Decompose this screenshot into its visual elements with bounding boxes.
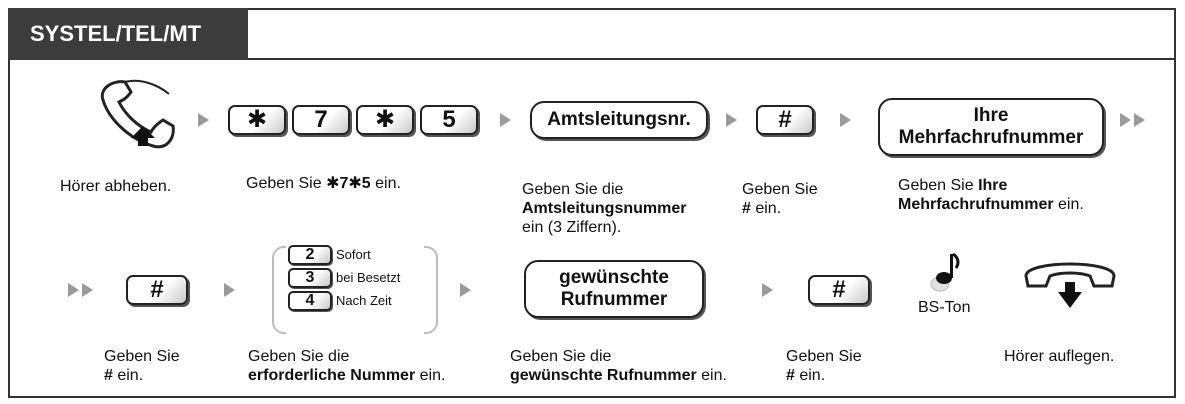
- triangle-right-icon: [840, 113, 851, 127]
- box-line-1: Ihre: [973, 105, 1009, 126]
- caption-line: Geben Sie die: [522, 181, 624, 198]
- key-2[interactable]: 2: [288, 245, 332, 265]
- caption-line: Geben Sie die: [248, 348, 350, 365]
- triangle-right-icon: [82, 283, 93, 297]
- diagram-frame: [8, 8, 1176, 398]
- caption-bold: Ihre: [978, 177, 1008, 194]
- desired-number-box[interactable]: gewünschte Rufnummer: [524, 260, 704, 318]
- key-7[interactable]: 7: [292, 105, 350, 135]
- caption-text: ein.: [112, 367, 144, 384]
- caption-text: ein.: [370, 175, 401, 192]
- handset-onhook-icon: [1024, 262, 1116, 308]
- triangle-right-icon: [726, 113, 737, 127]
- caption-enter-hash: Geben Sie # ein.: [104, 347, 180, 385]
- triangle-right-icon: [762, 283, 773, 297]
- caption-text: ein.: [750, 200, 782, 217]
- key-star[interactable]: ✱: [356, 105, 414, 135]
- caption-bold: #: [742, 200, 751, 217]
- triangle-right-icon: [460, 283, 471, 297]
- caption-multiple-number: Geben Sie Ihre Mehrfachrufnummer ein.: [898, 176, 1084, 214]
- trunk-number-box[interactable]: Amtsleitungsnr.: [530, 101, 708, 139]
- triangle-right-icon: [224, 283, 235, 297]
- caption-enter-code: Geben Sie ✱7✱5 ein.: [246, 174, 401, 193]
- caption-enter-hash: Geben Sie # ein.: [742, 180, 818, 218]
- music-note-icon: [930, 252, 960, 292]
- caption-text: ein.: [415, 367, 446, 384]
- box-line-2: Mehrfachrufnummer: [898, 127, 1084, 148]
- key-5[interactable]: 5: [420, 105, 478, 135]
- caption-required-number: Geben Sie die erforderliche Nummer ein.: [248, 347, 445, 385]
- caption-text: Geben Sie: [898, 177, 979, 194]
- key-hash[interactable]: #: [126, 275, 188, 305]
- caption-text: ein.: [1053, 196, 1084, 213]
- caption-onhook: Hörer auflegen.: [1004, 348, 1115, 365]
- option-label-immediate: Sofort: [336, 247, 371, 262]
- caption-line: Geben Sie: [742, 181, 818, 198]
- box-line-2: Rufnummer: [560, 289, 668, 310]
- triangle-right-icon: [68, 283, 79, 297]
- option-label-busy: bei Besetzt: [336, 270, 401, 285]
- options-bracket-right: [424, 246, 438, 334]
- key-4[interactable]: 4: [288, 291, 332, 311]
- caption-trunk-number: Geben Sie die Amtsleitungsnummer ein (3 …: [522, 180, 686, 237]
- multiple-directory-number-box[interactable]: Ihre Mehrfachrufnummer: [878, 98, 1104, 156]
- caption-bold: Amtsleitungsnummer: [522, 200, 687, 217]
- key-3[interactable]: 3: [288, 268, 332, 288]
- triangle-right-icon: [1120, 113, 1131, 127]
- options-bracket-left: [272, 246, 286, 334]
- page-title: SYSTEL/TEL/MT: [8, 8, 248, 60]
- caption-line: Geben Sie: [786, 348, 862, 365]
- triangle-right-icon: [198, 113, 209, 127]
- caption-line: ein (3 Ziffern).: [522, 219, 622, 236]
- triangle-right-icon: [1134, 113, 1145, 127]
- caption-bold: Mehrfachrufnummer: [898, 196, 1054, 213]
- caption-line: Geben Sie: [104, 348, 180, 365]
- caption-code: ✱7✱5: [326, 175, 371, 192]
- caption-bold: #: [104, 367, 113, 384]
- caption-text: ein.: [794, 367, 826, 384]
- caption-bold: gewünschte Rufnummer: [510, 367, 697, 384]
- key-hash[interactable]: #: [756, 105, 814, 135]
- handset-offhook-icon: [100, 79, 175, 149]
- caption-offhook: Hörer abheben.: [60, 178, 172, 195]
- key-hash[interactable]: #: [808, 275, 870, 305]
- header-rule: [248, 58, 1176, 60]
- option-label-no-answer: Nach Zeit: [336, 293, 392, 308]
- caption-desired-number: Geben Sie die gewünschte Rufnummer ein.: [510, 347, 727, 385]
- caption-bold: erforderliche Nummer: [248, 367, 416, 384]
- caption-text: Geben Sie: [246, 175, 327, 192]
- key-star[interactable]: ✱: [228, 105, 286, 135]
- tone-label: BS-Ton: [918, 299, 971, 316]
- caption-enter-hash: Geben Sie # ein.: [786, 347, 862, 385]
- triangle-right-icon: [500, 113, 511, 127]
- caption-text: ein.: [696, 367, 727, 384]
- box-line-1: gewünschte: [559, 267, 669, 288]
- caption-line: Geben Sie die: [510, 348, 612, 365]
- caption-bold: #: [786, 367, 795, 384]
